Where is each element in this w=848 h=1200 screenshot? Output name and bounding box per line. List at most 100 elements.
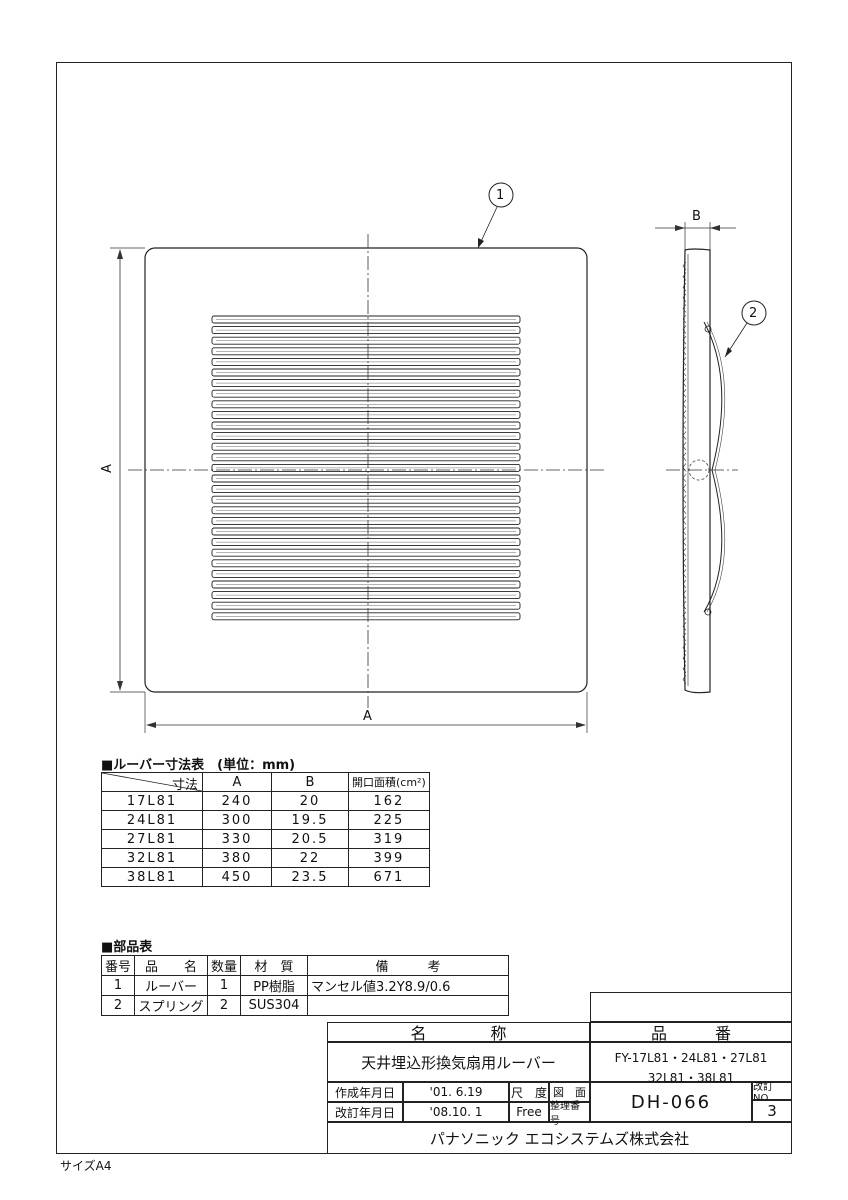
tb-partno-label: 品 番	[590, 1022, 792, 1043]
balloon-1	[488, 182, 514, 208]
parts-table-cell: マンセル値3.2Y8.9/0.6	[307, 975, 510, 996]
dim-table-cell: 19.5	[271, 810, 349, 830]
dim-table-cell: 380	[202, 848, 272, 868]
dim-table-cell: 23.5	[271, 867, 349, 887]
louver-slat	[211, 485, 521, 494]
louver-slats	[211, 315, 521, 621]
balloon-2	[741, 300, 767, 326]
tb-created-date: '01. 6.19	[403, 1082, 509, 1102]
louver-slat	[211, 432, 521, 441]
louver-slat	[211, 495, 521, 504]
dim-table-cell: 38L81	[101, 867, 203, 887]
louver-slat	[211, 474, 521, 483]
dim-table-cell: 162	[348, 791, 430, 811]
parts-table-cell: 2	[100, 995, 136, 1016]
tb-partno: FY-17L81・24L81・27L81 32L81・38L81	[590, 1042, 792, 1085]
tb-name: 天井埋込形換気扇用ルーバー	[327, 1042, 590, 1082]
balloon-2-label: 2	[749, 306, 758, 321]
dim-table-cell: 450	[202, 867, 272, 887]
dim-table-cell: 671	[348, 867, 430, 887]
louver-slat	[211, 601, 521, 610]
parts-header-qty: 数量	[207, 955, 242, 976]
balloon-1-label: 1	[496, 188, 505, 203]
dim-table-cell: 20.5	[271, 829, 349, 849]
louver-slat	[211, 506, 521, 515]
tb-drawing-no: DH-066	[590, 1082, 752, 1122]
dim-table-cell: 319	[348, 829, 430, 849]
parts-table-cell: 1	[100, 975, 136, 996]
tb-blank	[590, 992, 792, 1022]
louver-slat	[211, 347, 521, 356]
tb-revised-date: '08.10. 1	[403, 1102, 509, 1122]
louver-slat	[211, 559, 521, 568]
parts-table-cell: スプリング	[134, 995, 209, 1016]
dim-table-cell: 24L81	[101, 810, 203, 830]
louver-slat	[211, 326, 521, 335]
louver-slat	[211, 379, 521, 388]
tb-partno-line2: 32L81・38L81	[647, 1071, 735, 1085]
louver-slat	[211, 516, 521, 525]
parts-table-cell: 2	[207, 995, 242, 1016]
louver-slat	[211, 336, 521, 345]
dim-table-cell: 32L81	[101, 848, 203, 868]
tb-drawing-label: 図 面	[549, 1082, 590, 1102]
dim-table-cell: 240	[202, 791, 272, 811]
dim-header-b: B	[271, 772, 349, 792]
dim-a-bottom-label: A	[363, 709, 372, 724]
tb-rev-label: 改訂NO.	[752, 1082, 792, 1104]
dim-table-cell: 20	[271, 791, 349, 811]
spring-shape	[703, 321, 723, 613]
louver-slat	[211, 527, 521, 536]
louver-slat	[211, 580, 521, 589]
louver-slat	[211, 357, 521, 366]
louver-slat	[211, 400, 521, 409]
paper-size: サイズA4	[60, 1159, 112, 1173]
tb-drawing-label2: 整理番号	[549, 1101, 590, 1127]
louver-side-view	[682, 248, 726, 694]
tb-scale-label: 尺 度	[509, 1082, 549, 1102]
dim-b-label: B	[692, 209, 701, 224]
louver-slat	[211, 538, 521, 547]
louver-slat	[211, 389, 521, 398]
parts-table-cell	[307, 995, 510, 1016]
parts-table-cell: 1	[207, 975, 242, 996]
louver-slat	[211, 442, 521, 451]
louver-slat	[211, 591, 521, 600]
dim-table-cell: 225	[348, 810, 430, 830]
parts-header-material: 材 質	[240, 955, 309, 976]
tb-scale-value: Free	[509, 1102, 549, 1122]
parts-header-no: 番号	[100, 955, 136, 976]
dim-table-cell: 300	[202, 810, 272, 830]
parts-table-cell: ルーバー	[134, 975, 209, 996]
louver-slat	[211, 315, 521, 324]
louver-slat	[211, 548, 521, 557]
dim-table-cell: 330	[202, 829, 272, 849]
dim-corner: 寸法	[101, 772, 203, 793]
tb-company: パナソニック エコシステムズ株式会社	[327, 1122, 792, 1154]
tb-revised-label: 改訂年月日	[327, 1102, 403, 1122]
parts-table-title: ■部品表	[101, 940, 153, 955]
louver-slat	[211, 569, 521, 578]
louver-slat	[211, 612, 521, 621]
parts-header-name: 品 名	[134, 955, 209, 976]
dim-table-cell: 17L81	[101, 791, 203, 811]
dim-table-cell: 27L81	[101, 829, 203, 849]
tb-created-label: 作成年月日	[327, 1082, 403, 1102]
dim-header-area: 開口面積(cm²)	[348, 772, 430, 792]
tb-rev-no: 3	[752, 1100, 792, 1122]
louver-slat	[211, 368, 521, 377]
louver-slat	[211, 421, 521, 430]
parts-table-cell: SUS304	[240, 995, 309, 1016]
tb-partno-line1: FY-17L81・24L81・27L81	[614, 1051, 768, 1065]
dim-header-a: A	[202, 772, 272, 792]
dimension-table-title: ■ルーバー寸法表 (単位：mm)	[101, 758, 296, 773]
